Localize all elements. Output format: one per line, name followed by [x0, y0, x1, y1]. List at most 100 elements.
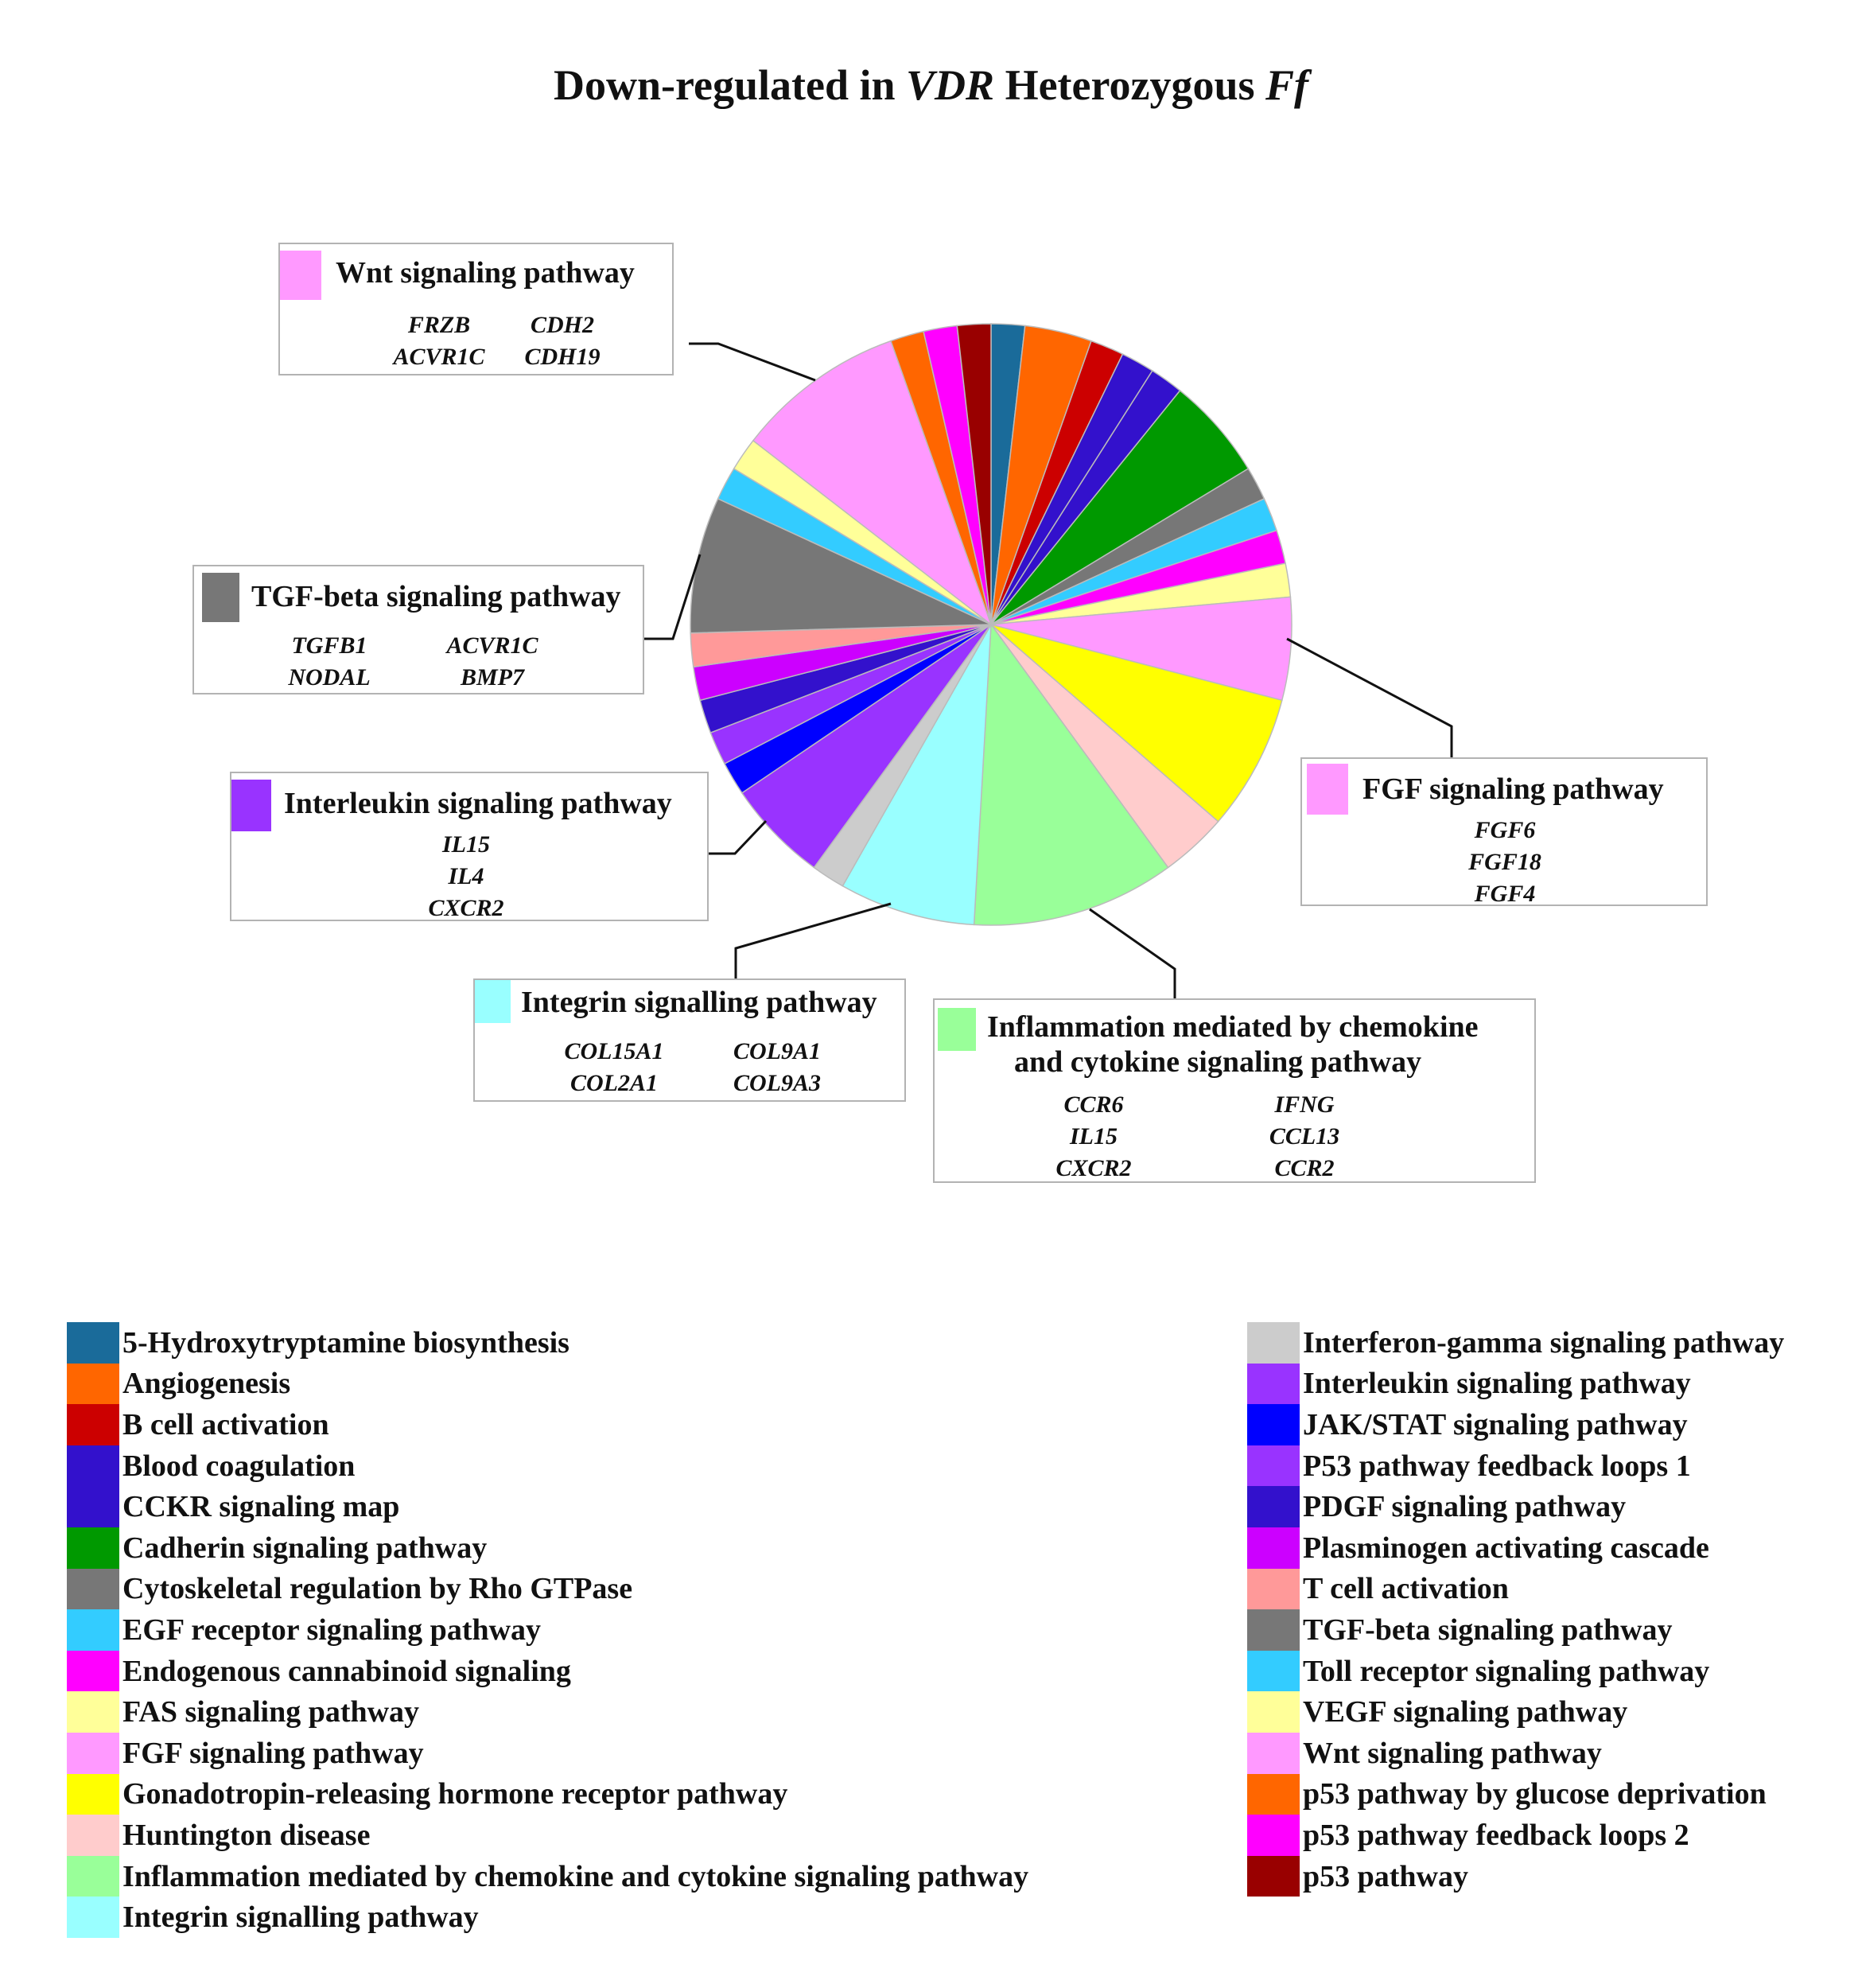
legend-swatch: [67, 1650, 119, 1692]
legend-item: Gonadotropin-releasing hormone receptor …: [67, 1773, 1028, 1815]
legend-swatch: [1247, 1650, 1300, 1692]
legend-label: T cell activation: [1303, 1572, 1509, 1606]
legend-swatch: [67, 1855, 119, 1897]
gene-label: IFNG: [1274, 1091, 1335, 1118]
callout-title: Integrin signalling pathway: [521, 986, 877, 1019]
pie-slice-p53-pathway: [956, 323, 992, 625]
legend-label: Gonadotropin-releasing hormone receptor …: [122, 1777, 788, 1811]
legend-swatch: [67, 1773, 119, 1815]
gene-label: BMP7: [460, 664, 524, 691]
legend-item: Interferon-gamma signaling pathway: [1247, 1322, 1784, 1364]
leader-line-inflammation: [1089, 908, 1176, 998]
callout-title: TGF-beta signaling pathway: [251, 580, 621, 613]
pie-slice-gonadotropin-releasing-hormone-receptor-pathway: [990, 624, 1283, 823]
legend-item: p53 pathway feedback loops 2: [1247, 1815, 1784, 1856]
legend-swatch: [1247, 1322, 1300, 1364]
legend-label: B cell activation: [122, 1407, 329, 1441]
legend-label: Blood coagulation: [122, 1449, 356, 1483]
callout-swatch: [202, 573, 239, 622]
legend-label: Plasminogen activating cascade: [1303, 1531, 1709, 1565]
gene-label: CDH19: [524, 344, 601, 370]
gene-label: FRZB: [407, 312, 471, 338]
legend-swatch: [67, 1486, 119, 1527]
pie-slice-cadherin-signaling-pathway: [990, 389, 1250, 625]
leader-line-wnt: [689, 342, 816, 382]
callout-title: Wnt signaling pathway: [336, 256, 635, 290]
legend-item: VEGF signaling pathway: [1247, 1691, 1784, 1733]
legend-swatch: [1247, 1445, 1300, 1487]
callout-interleukin: Interleukin signaling pathway IL15 IL4 C…: [230, 772, 709, 921]
legend-label: EGF receptor signaling pathway: [122, 1613, 542, 1647]
legend-swatch: [1247, 1527, 1300, 1569]
leader-line-tgf: [644, 554, 702, 640]
legend-swatch: [67, 1322, 119, 1364]
callout-genes: FRZB CDH2 ACVR1C CDH19: [375, 309, 622, 373]
legend-label: p53 pathway feedback loops 2: [1303, 1818, 1689, 1852]
callout-swatch: [1307, 764, 1348, 815]
gene-label: CCR6: [1063, 1091, 1124, 1118]
legend-item: Toll receptor signaling pathway: [1247, 1650, 1784, 1692]
callout-title: FGF signaling pathway: [1362, 772, 1664, 806]
legend-swatch: [67, 1691, 119, 1733]
legend-item: EGF receptor signaling pathway: [67, 1609, 1028, 1651]
callout-title: Interleukin signaling pathway: [284, 787, 672, 820]
leader-line-integrin: [734, 902, 892, 978]
legend-swatch: [1247, 1855, 1300, 1897]
gene-label: FGF6: [1474, 817, 1536, 843]
legend-item: FGF signaling pathway: [67, 1732, 1028, 1774]
gene-label: COL15A1: [564, 1038, 664, 1064]
callout-inflammation: Inflammation mediated by chemokine and c…: [933, 998, 1536, 1183]
callout-fgf: FGF signaling pathway FGF6 FGF18 FGF4: [1300, 757, 1708, 907]
gene-label: ACVR1C: [446, 632, 538, 659]
legend-item: Inflammation mediated by chemokine and c…: [67, 1855, 1029, 1897]
legend-swatch: [1247, 1404, 1300, 1445]
chart-title: Down-regulated in VDR Heterozygous Ff: [553, 61, 1308, 109]
gene-label: IL15: [442, 831, 490, 858]
legend-swatch: [67, 1527, 119, 1569]
legend-item: P53 pathway feedback loops 1: [1247, 1445, 1784, 1487]
legend-label: Wnt signaling pathway: [1303, 1736, 1602, 1770]
gene-label: COL9A1: [733, 1038, 821, 1064]
legend-item: Endogenous cannabinoid signaling: [67, 1650, 1028, 1692]
gene-label: IL15: [1070, 1123, 1118, 1150]
legend-item: Plasminogen activating cascade: [1247, 1527, 1784, 1569]
legend-label: JAK/STAT signaling pathway: [1303, 1407, 1688, 1441]
callout-genes: CCR6 IFNG IL15 CCL13 CXCR2 CCR2: [1014, 1089, 1436, 1185]
callout-genes: FGF6 FGF18 FGF4: [1445, 815, 1565, 910]
legend-item: Angiogenesis: [67, 1363, 1028, 1405]
legend-label: FGF signaling pathway: [122, 1736, 424, 1770]
legend-item: T cell activation: [1247, 1568, 1784, 1610]
gene-label: NODAL: [288, 664, 371, 691]
legend-swatch: [67, 1445, 119, 1487]
gene-label: ACVR1C: [393, 344, 485, 370]
legend-label: Interferon-gamma signaling pathway: [1303, 1325, 1785, 1360]
legend-label: FAS signaling pathway: [122, 1695, 420, 1729]
gene-label: CDH2: [530, 312, 594, 338]
legend-label: Cytoskeletal regulation by Rho GTPase: [122, 1572, 633, 1606]
legend-item: 5-Hydroxytryptamine biosynthesis: [67, 1322, 1028, 1364]
legend-item: Integrin signalling pathway: [67, 1897, 1028, 1938]
leader-line-interleukin: [706, 819, 768, 855]
legend-label: 5-Hydroxytryptamine biosynthesis: [122, 1325, 569, 1360]
leader-line-fgf: [1286, 637, 1453, 757]
legend-label: Endogenous cannabinoid signaling: [122, 1654, 571, 1688]
legend-item: FAS signaling pathway: [67, 1691, 1028, 1733]
pie-slice-integrin-signalling-pathway: [842, 624, 992, 926]
legend-item: Huntington disease: [67, 1815, 1028, 1856]
legend-label: P53 pathway feedback loops 1: [1303, 1449, 1691, 1483]
legend-label: Cadherin signaling pathway: [122, 1531, 488, 1565]
callout-genes: COL15A1 COL9A1 COL2A1 COL9A3: [531, 1036, 857, 1099]
callout-title-line-2: and cytokine signaling pathway: [1014, 1045, 1422, 1079]
gene-label: CCR2: [1274, 1155, 1335, 1181]
legend-label: Angiogenesis: [122, 1367, 291, 1401]
legend-label: Interleukin signaling pathway: [1303, 1367, 1691, 1401]
legend-item: Wnt signaling pathway: [1247, 1732, 1784, 1774]
legend-swatch: [67, 1363, 119, 1405]
gene-label: TGFB1: [291, 632, 367, 659]
legend-label: Inflammation mediated by chemokine and c…: [122, 1859, 1029, 1893]
gene-label: FGF4: [1474, 881, 1536, 907]
legend-swatch: [1247, 1363, 1300, 1405]
gene-label: IL4: [448, 863, 484, 889]
